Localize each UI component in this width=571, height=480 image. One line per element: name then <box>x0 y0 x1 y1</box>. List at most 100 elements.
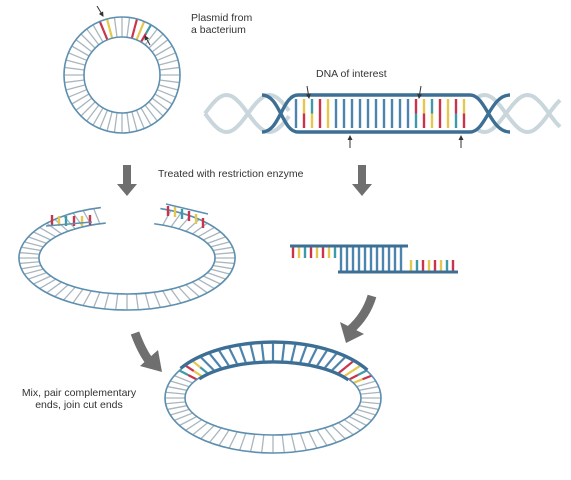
base-pair-rung <box>260 343 265 362</box>
base-pair-rung <box>64 66 85 71</box>
base-pair-rung <box>39 226 57 238</box>
base-pair-rung <box>106 111 113 132</box>
base-pair-rung <box>324 427 337 443</box>
base-pair-rung <box>126 112 131 133</box>
base-pair-rung <box>214 261 235 265</box>
base-pair-rung <box>151 39 169 53</box>
base-pair-rung <box>21 264 42 270</box>
base-pair-rung <box>360 401 381 405</box>
base-pair-rung <box>148 33 164 49</box>
base-pair-rung <box>92 24 104 43</box>
base-pair-rung <box>98 20 105 32</box>
base-pair-rung <box>68 52 88 62</box>
base-pair-rung <box>228 347 239 365</box>
base-pair-rung <box>299 345 308 364</box>
base-pair-rung <box>345 360 354 369</box>
dna-backbone <box>18 206 236 311</box>
base-pair-rung <box>343 370 353 378</box>
sticky-end-backbone <box>165 203 209 215</box>
base-pair-rung <box>357 369 368 376</box>
base-pair-rung <box>28 272 47 280</box>
base-pair-rung <box>115 293 119 310</box>
base-pair-rung <box>178 369 189 376</box>
base-pair-rung <box>131 111 138 132</box>
base-pair-rung <box>290 343 297 363</box>
base-pair-rung <box>228 431 238 449</box>
arrow-shaft <box>358 165 366 186</box>
down-arrow-left <box>117 165 137 196</box>
base-pair-rung <box>212 246 233 252</box>
base-pair-rung <box>207 236 226 244</box>
base-pair-rung <box>358 385 379 391</box>
base-pair-rung <box>167 385 188 391</box>
base-pair-rung <box>144 104 158 122</box>
base-pair-rung <box>214 251 235 255</box>
arrow-shaft <box>123 165 131 186</box>
base-pair-rung <box>153 291 161 308</box>
base-pair-rung <box>281 434 285 453</box>
curved-arrow-left <box>130 331 162 372</box>
base-pair-rung <box>210 241 230 248</box>
base-pair-rung <box>144 293 151 310</box>
dna-backbone-outer <box>63 16 181 134</box>
base-pair-rung <box>218 349 230 367</box>
base-pair-rung <box>179 415 198 427</box>
base-pair-rung <box>239 432 247 451</box>
base-pair-rung <box>174 412 193 421</box>
base-pair-rung <box>162 290 172 306</box>
base-pair-rung <box>209 427 222 443</box>
sticky-end-backbone <box>45 221 93 227</box>
base-pair-rung <box>308 431 318 449</box>
base-pair-rung <box>71 45 90 57</box>
base-pair-rung <box>148 101 164 117</box>
base-pair-rung <box>75 97 93 111</box>
dna-of-interest-label: DNA of interest <box>316 68 387 80</box>
base-pair-rung <box>130 28 136 39</box>
base-pair-rung <box>105 18 111 29</box>
base-pair-rung <box>135 109 145 129</box>
arrow-head <box>352 184 372 196</box>
base-pair-rung <box>356 408 376 416</box>
base-pair-rung <box>24 268 44 275</box>
base-pair-rung <box>323 352 338 369</box>
mix-label-line2: ends, join cut ends <box>35 399 123 411</box>
dna-backbone <box>179 340 369 372</box>
base-pair-rung <box>290 434 297 452</box>
base-pair-rung <box>170 380 190 388</box>
base-pair-rung <box>316 349 328 367</box>
base-pair-rung <box>133 18 139 29</box>
curved-arrow-right <box>340 294 377 343</box>
base-pair-rung <box>352 378 363 384</box>
arrow-shaft <box>346 294 377 334</box>
base-pair-rung <box>46 281 62 294</box>
helix-strand <box>261 93 511 134</box>
base-pair-rung <box>154 93 173 105</box>
base-pair-rung <box>178 286 191 301</box>
base-pair-rung <box>200 425 215 440</box>
base-pair-rung <box>170 288 182 304</box>
base-pair-rung <box>65 84 86 91</box>
arrow-head <box>117 184 137 196</box>
base-pair-rung <box>33 275 52 285</box>
base-pair-rung <box>331 425 346 440</box>
plasmid-label-line1: Plasmid from <box>191 12 253 24</box>
base-pair-rung <box>281 343 286 362</box>
base-pair-rung <box>24 241 44 248</box>
base-pair-rung <box>165 401 186 405</box>
base-pair-rung <box>249 343 256 363</box>
base-pair-rung <box>64 79 85 84</box>
plasmid-circle <box>63 16 181 134</box>
base-pair-rung <box>19 261 40 265</box>
down-arrow-right <box>352 165 372 196</box>
base-pair-rung <box>113 17 118 38</box>
base-pair-rung <box>151 97 169 111</box>
base-pair-rung <box>356 380 376 388</box>
base-pair-rung <box>158 84 179 91</box>
base-pair-rung <box>33 231 52 241</box>
base-pair-rung <box>144 28 158 46</box>
base-pair-rung <box>337 366 347 375</box>
base-pair-rung <box>72 288 84 304</box>
base-pair-rung <box>337 422 354 436</box>
base-pair-rung <box>156 88 176 98</box>
